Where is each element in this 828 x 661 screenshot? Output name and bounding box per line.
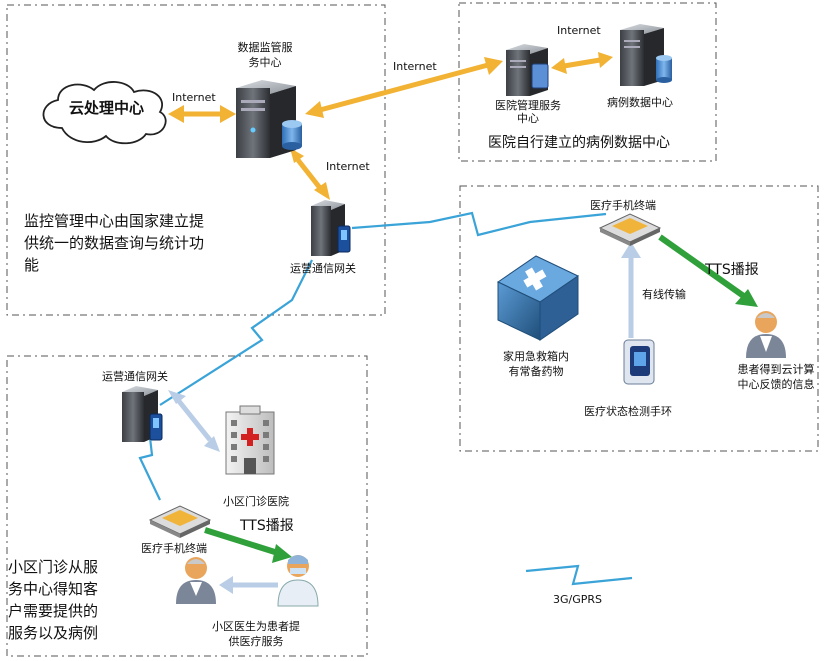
arrow-head	[305, 101, 324, 118]
hospital-server-label: 医院管理服务 中心	[495, 99, 561, 125]
gateway-clinic-arrow	[176, 398, 212, 442]
arrow-head	[272, 544, 292, 563]
terminal-left-icon	[148, 505, 212, 538]
wristband-icon	[623, 339, 655, 385]
clinic-label: 小区门诊医院	[223, 495, 289, 508]
arrow-datacenter-hospital	[319, 62, 489, 113]
arrow-head	[598, 52, 613, 68]
tts-arrow-left	[204, 527, 279, 556]
arrow-head	[290, 148, 304, 163]
terminal-right-icon	[598, 213, 662, 246]
arrow-head	[735, 289, 758, 307]
clinic-building-icon	[225, 405, 275, 475]
terminal-left-label: 医疗手机终端	[141, 542, 207, 555]
internet-label-3: Internet	[557, 24, 601, 37]
patient-zone-border	[459, 185, 819, 452]
gateway-top-icon	[311, 200, 351, 256]
wireless-link-top	[351, 211, 607, 237]
doctor-label: 小区医生为患者提 供医疗服务	[212, 620, 300, 648]
hospital-server-icon	[506, 44, 549, 96]
monitor-zone-border	[6, 4, 386, 316]
gateway-left-label: 运营通信网关	[102, 370, 168, 383]
terminal-right-label: 医疗手机终端	[590, 199, 656, 212]
arrow-datacenter-gateway	[296, 158, 322, 190]
legend-3g-zigzag	[525, 564, 633, 586]
patient-left-icon	[176, 557, 216, 604]
community-zone-border	[6, 355, 368, 657]
tts-label-right: TTS播报	[705, 262, 759, 278]
wristband-label: 医疗状态检测手环	[584, 405, 672, 418]
first-aid-kit-label: 家用急救箱内 有常备药物	[503, 350, 569, 378]
cloud-label: 云处理中心	[69, 99, 145, 117]
case-db-label: 病例数据中心	[607, 96, 673, 109]
doctor-icon	[277, 555, 319, 607]
arrow-head	[220, 105, 236, 123]
arrow-head	[204, 436, 220, 452]
legend-3g-label: 3G/GPRS	[553, 593, 603, 606]
arrow-hospital-casedb	[563, 57, 601, 69]
arrow-head	[314, 182, 330, 200]
datacenter-server-icon	[236, 80, 302, 158]
hospital-zone-title: 医院自行建立的病例数据中心	[488, 135, 670, 151]
community-zone-description: 小区门诊从服 务中心得知客 户需要提供的 服务以及病例	[8, 558, 99, 642]
internet-label-1: Internet	[172, 91, 216, 104]
internet-label-2: Internet	[393, 60, 437, 73]
case-db-server-icon	[620, 24, 672, 86]
gateway-left-icon	[122, 386, 163, 442]
patient-right-label: 患者得到云计算 中心反馈的信息	[737, 363, 815, 391]
arrow-head	[219, 576, 233, 594]
hospital-zone-border	[458, 2, 717, 162]
internet-label-4: Internet	[326, 160, 370, 173]
arrow-head	[551, 58, 567, 74]
arrow-head	[168, 105, 184, 123]
patient-right-icon	[746, 311, 786, 358]
tts-arrow-right	[658, 234, 747, 300]
monitor-zone-description: 监控管理中心由国家建立提 供统一的数据查询与统计功 能	[24, 212, 205, 274]
cloud-icon	[42, 81, 167, 145]
tts-label-left: TTS播报	[240, 518, 294, 534]
wireless-link-gateways	[159, 259, 313, 406]
first-aid-kit-icon	[497, 255, 579, 341]
wired-transfer-label: 有线传输	[642, 288, 686, 301]
datacenter-label: 数据监管服 务中心	[237, 41, 293, 69]
gateway-top-label: 运营通信网关	[290, 262, 356, 275]
arrow-head	[621, 242, 641, 258]
arrow-head	[168, 390, 186, 404]
arrow-head	[484, 57, 503, 75]
